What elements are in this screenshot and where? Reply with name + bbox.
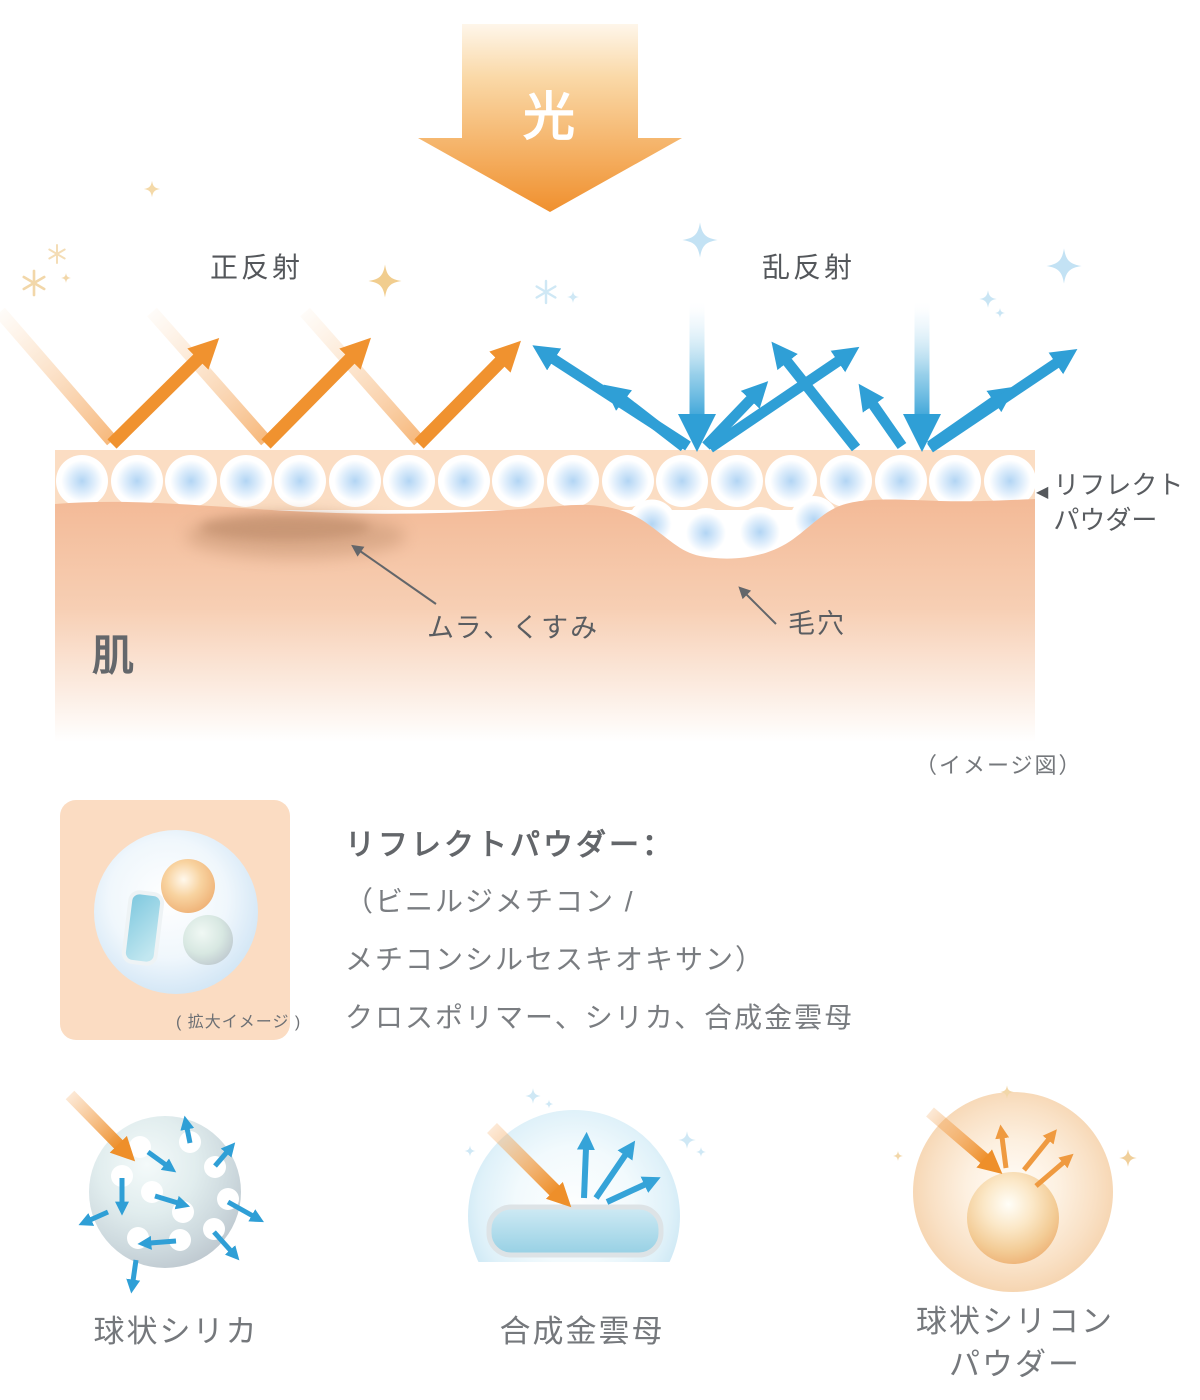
ingredient-label-silicone: 球状シリコン パウダー	[890, 1300, 1140, 1386]
light-label: 光	[522, 89, 577, 147]
annotation-arrows	[351, 544, 777, 625]
spherical-silicone-powder-icon	[893, 1085, 1137, 1292]
ingredient-label-silica: 球状シリカ	[93, 1314, 259, 1349]
reflect-powder-label: ◀ リフレクト パウダー	[1036, 468, 1183, 538]
ingredient-label-silicone-line1: 球状シリコン	[916, 1304, 1114, 1339]
specular-reflection-label: 正反射	[210, 252, 304, 283]
spherical-silica-icon	[65, 1090, 264, 1294]
powder-beads	[56, 455, 1036, 507]
panel-gray-particle	[183, 915, 233, 965]
pointer-left-icon: ◀	[1036, 484, 1049, 501]
synthetic-mica-icon	[464, 1088, 706, 1262]
powder-info-heading: リフレクトパウダー：	[345, 829, 675, 862]
panel-orange-particle	[161, 859, 215, 913]
ingredient-label-silicone-line2: パウダー	[949, 1347, 1081, 1382]
skin-layer	[55, 499, 1035, 742]
image-caption: （イメージ図）	[915, 753, 1083, 778]
ingredient-label-mica: 合成金雲母	[499, 1314, 665, 1349]
powder-info-line3: クロスポリマー、シリカ、合成金雲母	[345, 1002, 855, 1033]
skin-label: 肌	[92, 632, 137, 679]
powder-info-line1: （ビニルジメチコン /	[345, 886, 635, 917]
reflect-powder-label-lines: リフレクト パウダー	[1053, 468, 1183, 538]
diffuse-reflection-label: 乱反射	[762, 252, 856, 283]
powder-info-line2: メチコンシルセスキオキサン）	[345, 944, 766, 975]
panel-caption: ( 拡大イメージ )	[176, 1014, 302, 1031]
diffuse-reflection-rays	[532, 302, 1078, 453]
pore-label: 毛穴	[788, 609, 846, 639]
reflect-powder-line2: パウダー	[1053, 505, 1158, 535]
annotation-arrow-pore	[738, 586, 777, 625]
reflect-powder-line1: リフレクト	[1053, 470, 1184, 500]
blemish-blotch-core	[200, 514, 370, 540]
unevenness-label: ムラ、くすみ	[427, 613, 600, 643]
light-down-arrow-icon	[418, 24, 682, 212]
panel-plate-particle	[121, 890, 165, 966]
annotation-arrow-unevenness	[351, 544, 437, 605]
magnified-powder-panel	[60, 800, 290, 1040]
specular-reflection-rays	[0, 307, 521, 449]
